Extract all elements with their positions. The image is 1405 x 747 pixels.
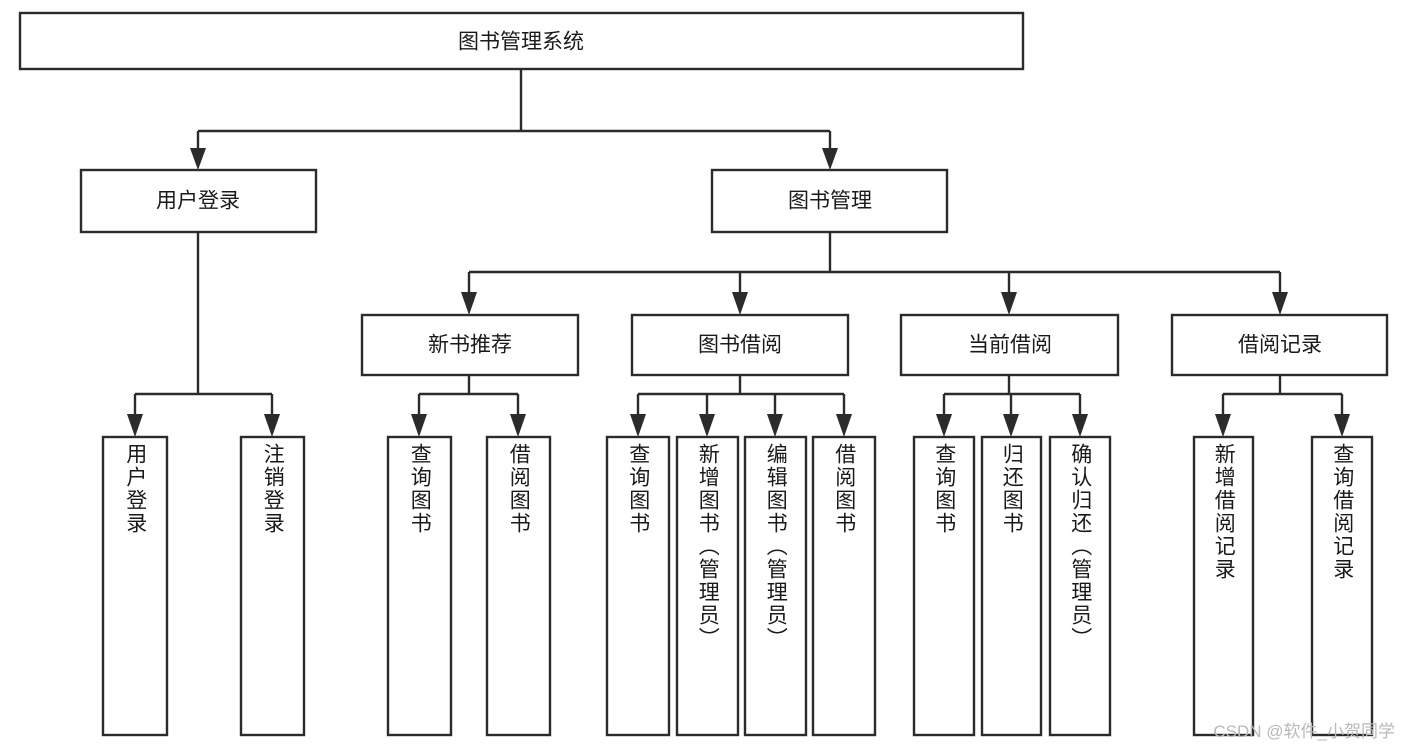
leaf-node-currentborrow-return[interactable]: 归还图书 bbox=[980, 435, 1043, 737]
node-borrow-record[interactable]: 借阅记录 bbox=[1170, 313, 1389, 377]
leaf-label-bookborrow-borrow: 借阅图书 bbox=[832, 443, 856, 535]
node-root-box[interactable] bbox=[18, 11, 1025, 71]
node-current-borrow-box[interactable] bbox=[899, 313, 1120, 377]
node-current-borrow-label: 当前借阅 bbox=[968, 334, 1052, 357]
node-current-borrow[interactable]: 当前借阅 bbox=[899, 313, 1120, 377]
leaf-box-user-login-signout[interactable] bbox=[239, 435, 306, 737]
leaf-label-borrowrecord-query: 查询借阅记录 bbox=[1330, 443, 1354, 581]
leaf-node-user-login-signin[interactable]: 用户登录 bbox=[101, 435, 169, 737]
leaf-node-bookborrow-borrow[interactable]: 借阅图书 bbox=[811, 435, 877, 737]
leaf-box-currentborrow-confirm[interactable] bbox=[1048, 435, 1112, 737]
arrowhead-newbook-leaf2 bbox=[510, 414, 526, 437]
arrowhead-newbook-leaf1 bbox=[411, 414, 427, 437]
arrowhead-current-borrow bbox=[1001, 292, 1017, 315]
connector-group-bookborrow-leaves bbox=[630, 375, 852, 437]
connector-group-currentborrow-leaves bbox=[936, 375, 1088, 437]
leaf-label-user-login-signout: 注销登录 bbox=[261, 443, 285, 535]
leaf-box-bookborrow-edit[interactable] bbox=[743, 435, 808, 737]
arrowhead-bookborrow-leaf1 bbox=[630, 414, 646, 437]
leaf-node-borrowrecord-query[interactable]: 查询借阅记录 bbox=[1310, 435, 1374, 737]
leaf-label-currentborrow-confirm: 确认归还（管理员） bbox=[1068, 443, 1092, 650]
leaf-box-bookborrow-borrow[interactable] bbox=[811, 435, 877, 737]
leaf-box-currentborrow-return[interactable] bbox=[980, 435, 1043, 737]
node-book-manage-box[interactable] bbox=[710, 168, 949, 234]
leaf-node-newbook-borrow[interactable]: 借阅图书 bbox=[485, 435, 552, 737]
node-new-book-recommend-box[interactable] bbox=[360, 313, 580, 377]
node-root-system[interactable]: 图书管理系统 bbox=[18, 11, 1025, 71]
connector-group-root-to-level2 bbox=[190, 69, 838, 170]
arrowhead-borrowrecord-leaf1 bbox=[1215, 414, 1231, 437]
leaf-box-newbook-query[interactable] bbox=[386, 435, 453, 737]
arrowhead-userlogin-leaf1 bbox=[127, 414, 143, 437]
leaf-box-newbook-borrow[interactable] bbox=[485, 435, 552, 737]
arrowhead-book-manage bbox=[822, 148, 838, 170]
leaf-node-currentborrow-confirm[interactable]: 确认归还（管理员） bbox=[1048, 435, 1112, 737]
leaf-box-bookborrow-query[interactable] bbox=[605, 435, 671, 737]
leaf-label-borrowrecord-add: 新增借阅记录 bbox=[1212, 443, 1236, 581]
arrowhead-borrowrecord-leaf2 bbox=[1334, 414, 1350, 437]
leaf-box-currentborrow-query[interactable] bbox=[912, 435, 976, 737]
leaf-label-bookborrow-add: 新增图书（管理员） bbox=[696, 443, 720, 650]
arrowhead-user-login bbox=[190, 148, 206, 170]
node-book-manage[interactable]: 图书管理 bbox=[710, 168, 949, 234]
leaf-node-bookborrow-edit[interactable]: 编辑图书（管理员） bbox=[743, 435, 808, 737]
arrowhead-currentborrow-leaf2 bbox=[1003, 414, 1019, 437]
leaf-label-user-login-signin: 用户登录 bbox=[123, 443, 147, 535]
leaf-label-bookborrow-edit: 编辑图书（管理员） bbox=[764, 443, 788, 650]
connector-group-borrowrecord-leaves bbox=[1215, 375, 1350, 437]
node-book-borrow-label: 图书借阅 bbox=[698, 334, 782, 357]
connector-group-userlogin-leaves bbox=[127, 232, 280, 437]
arrowhead-bookborrow-leaf3 bbox=[767, 414, 783, 437]
arrowhead-userlogin-leaf2 bbox=[264, 414, 280, 437]
node-borrow-record-label: 借阅记录 bbox=[1238, 334, 1322, 357]
node-new-book-recommend[interactable]: 新书推荐 bbox=[360, 313, 580, 377]
node-user-login-label: 用户登录 bbox=[156, 190, 240, 213]
leaf-node-newbook-query[interactable]: 查询图书 bbox=[386, 435, 453, 737]
node-book-borrow[interactable]: 图书借阅 bbox=[630, 313, 850, 377]
node-borrow-record-box[interactable] bbox=[1170, 313, 1389, 377]
arrowhead-bookborrow-leaf4 bbox=[836, 414, 852, 437]
node-book-borrow-box[interactable] bbox=[630, 313, 850, 377]
leaf-box-borrowrecord-add[interactable] bbox=[1192, 435, 1255, 737]
leaf-box-bookborrow-add[interactable] bbox=[675, 435, 740, 737]
arrowhead-bookborrow-leaf2 bbox=[699, 414, 715, 437]
node-new-book-recommend-label: 新书推荐 bbox=[428, 334, 512, 357]
node-user-login-box[interactable] bbox=[79, 168, 318, 234]
connector-group-newbook-leaves bbox=[411, 375, 526, 437]
node-user-login[interactable]: 用户登录 bbox=[79, 168, 318, 234]
arrowhead-borrow-record bbox=[1272, 292, 1288, 315]
leaf-node-borrowrecord-add[interactable]: 新增借阅记录 bbox=[1192, 435, 1255, 737]
leaf-label-newbook-query: 查询图书 bbox=[408, 443, 432, 535]
arrowhead-currentborrow-leaf1 bbox=[936, 414, 952, 437]
leaf-node-bookborrow-query[interactable]: 查询图书 bbox=[605, 435, 671, 737]
leaf-box-user-login-signin[interactable] bbox=[101, 435, 169, 737]
leaf-label-bookborrow-query: 查询图书 bbox=[626, 443, 650, 535]
arrowhead-new-book bbox=[461, 292, 477, 315]
node-root-label: 图书管理系统 bbox=[458, 31, 584, 54]
connector-group-bookmanage-to-level3 bbox=[461, 232, 1288, 315]
leaf-node-bookborrow-add[interactable]: 新增图书（管理员） bbox=[675, 435, 740, 737]
leaf-label-currentborrow-return: 归还图书 bbox=[1000, 443, 1024, 535]
leaf-label-newbook-borrow: 借阅图书 bbox=[507, 443, 531, 535]
leaf-box-borrowrecord-query[interactable] bbox=[1310, 435, 1374, 737]
leaf-node-currentborrow-query[interactable]: 查询图书 bbox=[912, 435, 976, 737]
leaf-node-user-login-signout[interactable]: 注销登录 bbox=[239, 435, 306, 737]
arrowhead-currentborrow-leaf3 bbox=[1072, 414, 1088, 437]
arrowhead-book-borrow bbox=[732, 292, 748, 315]
node-book-manage-label: 图书管理 bbox=[788, 190, 872, 213]
leaf-label-currentborrow-query: 查询图书 bbox=[932, 443, 956, 535]
